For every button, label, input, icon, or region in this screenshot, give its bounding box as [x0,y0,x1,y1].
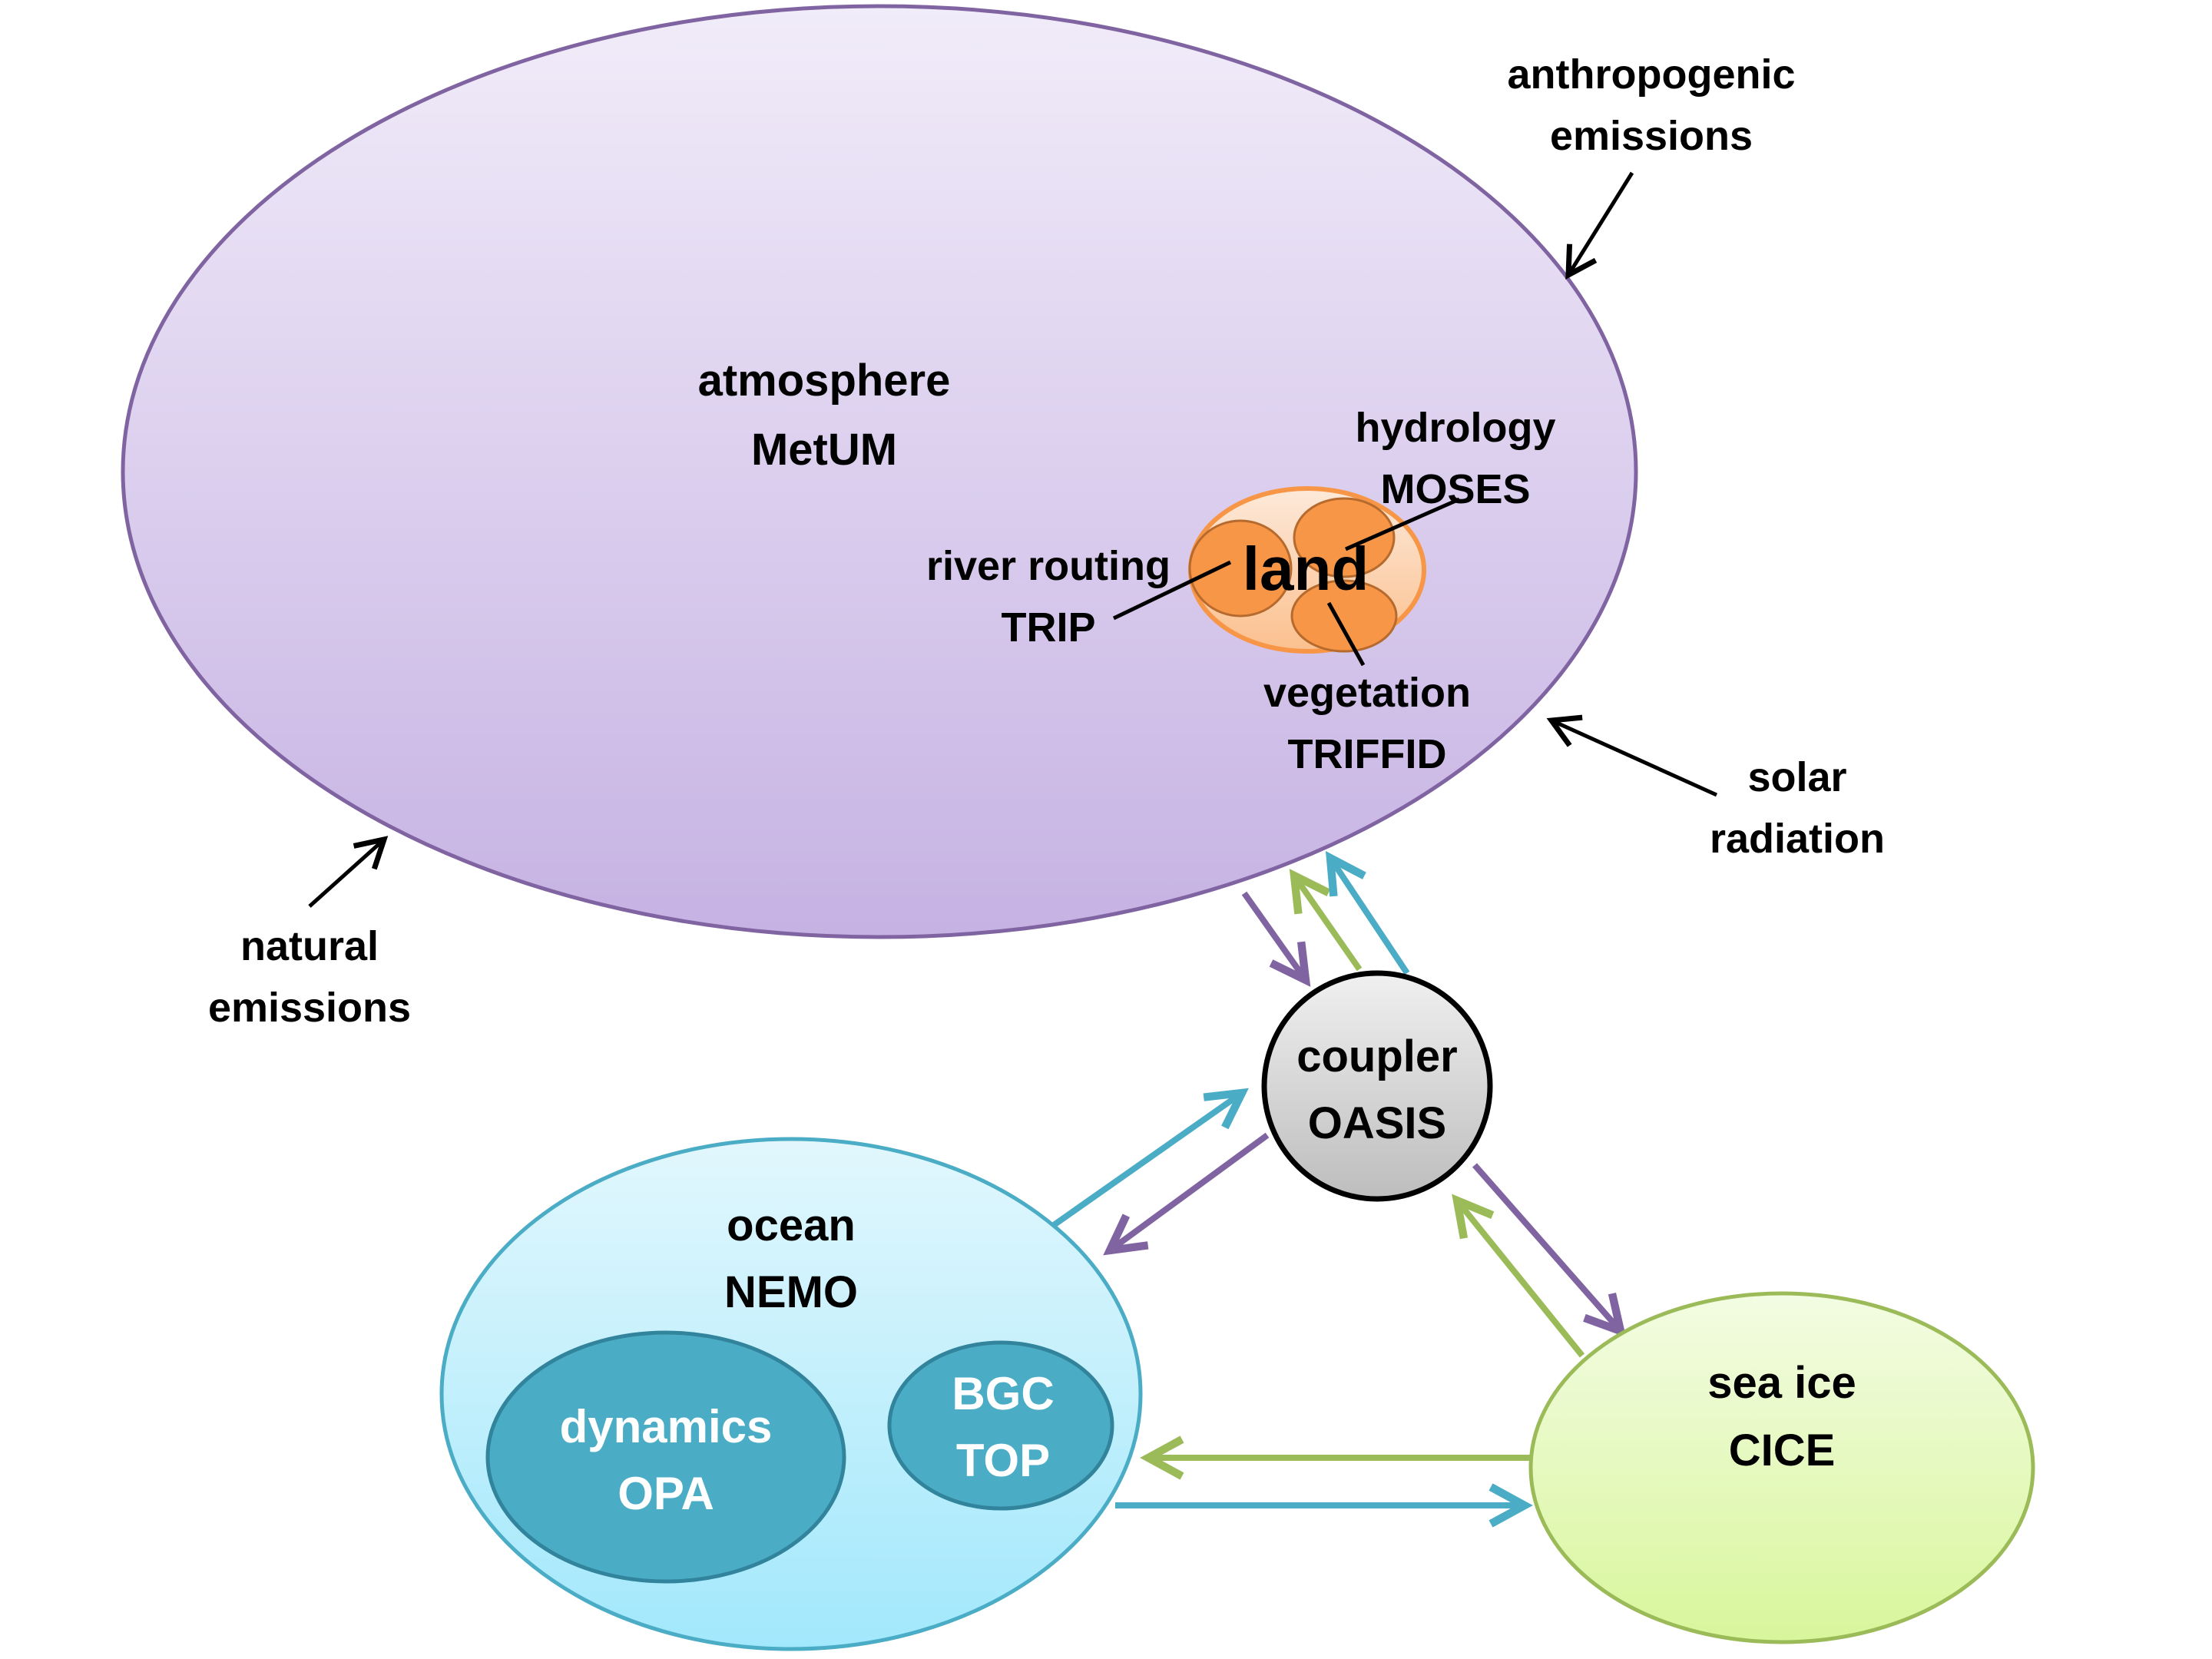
coupler-to-atm-blue-arrow [1325,850,1410,975]
solar-label: solar [1747,754,1846,800]
land-label: land [1243,535,1369,603]
atmosphere-model-label: MetUM [751,425,897,475]
coupler-component: coupler OASIS [1261,970,1493,1202]
seaice-to-coupler-arrow [1452,1194,1585,1358]
vegetation-leader-line [1326,601,1366,667]
coupler-label: coupler [1296,1031,1458,1081]
seaice-ellipse [1528,1291,2035,1644]
dynamics-label: dynamics [560,1401,773,1452]
natural-label-2: emissions [208,985,411,1031]
vegetation-label: vegetation [1263,670,1471,716]
ocean-to-coupler-arrow [1051,1088,1249,1228]
river-leader-line [1112,560,1232,621]
anthropogenic-label: anthropogenic [1508,51,1796,98]
seaice-component: sea ice CICE [1528,1291,2035,1644]
ocean-model-label: NEMO [724,1267,858,1317]
dynamics-model-label: OPA [618,1468,714,1519]
coupler-to-atm-green-arrow [1289,869,1363,972]
hydrology-label: hydrology [1355,405,1555,451]
river-label: river routing [926,543,1171,589]
anthropogenic-label-2: emissions [1550,113,1753,159]
land-river-subellipse [1188,519,1293,618]
ocean-label: ocean [727,1200,856,1250]
land-vegetation-subellipse [1290,579,1398,653]
dynamics-ellipse [485,1330,846,1584]
river-model-label: TRIP [1001,604,1095,651]
coupler-to-seaice-arrow [1472,1163,1627,1338]
hydrology-leader-line [1344,497,1461,551]
bgc-label: BGC [952,1368,1054,1419]
solar-arrow [1546,714,1718,797]
atm-to-coupler-arrow [1241,891,1311,987]
seaice-label: sea ice [1707,1358,1856,1408]
seaice-model-label: CICE [1729,1426,1836,1475]
ocean-component: ocean NEMO dynamics OPA BGC TOP [439,1137,1143,1651]
anthropogenic-arrow [1565,171,1634,280]
coupler-model-label: OASIS [1308,1098,1447,1148]
land-component: land [1188,486,1426,654]
hydrology-model-label: MOSES [1380,466,1530,512]
bgc-model-label: TOP [956,1435,1050,1486]
bgc-ellipse [887,1340,1114,1511]
land-hydrology-subellipse [1293,497,1396,578]
natural-label: natural [240,923,379,969]
natural-arrow [308,836,389,908]
vegetation-model-label: TRIFFID [1288,731,1447,777]
solar-label-2: radiation [1710,816,1885,862]
atmosphere-ellipse [121,4,1638,939]
atmosphere-label: atmosphere [698,356,951,406]
coupler-circle [1261,970,1493,1202]
coupler-to-ocean-arrow [1103,1132,1270,1256]
